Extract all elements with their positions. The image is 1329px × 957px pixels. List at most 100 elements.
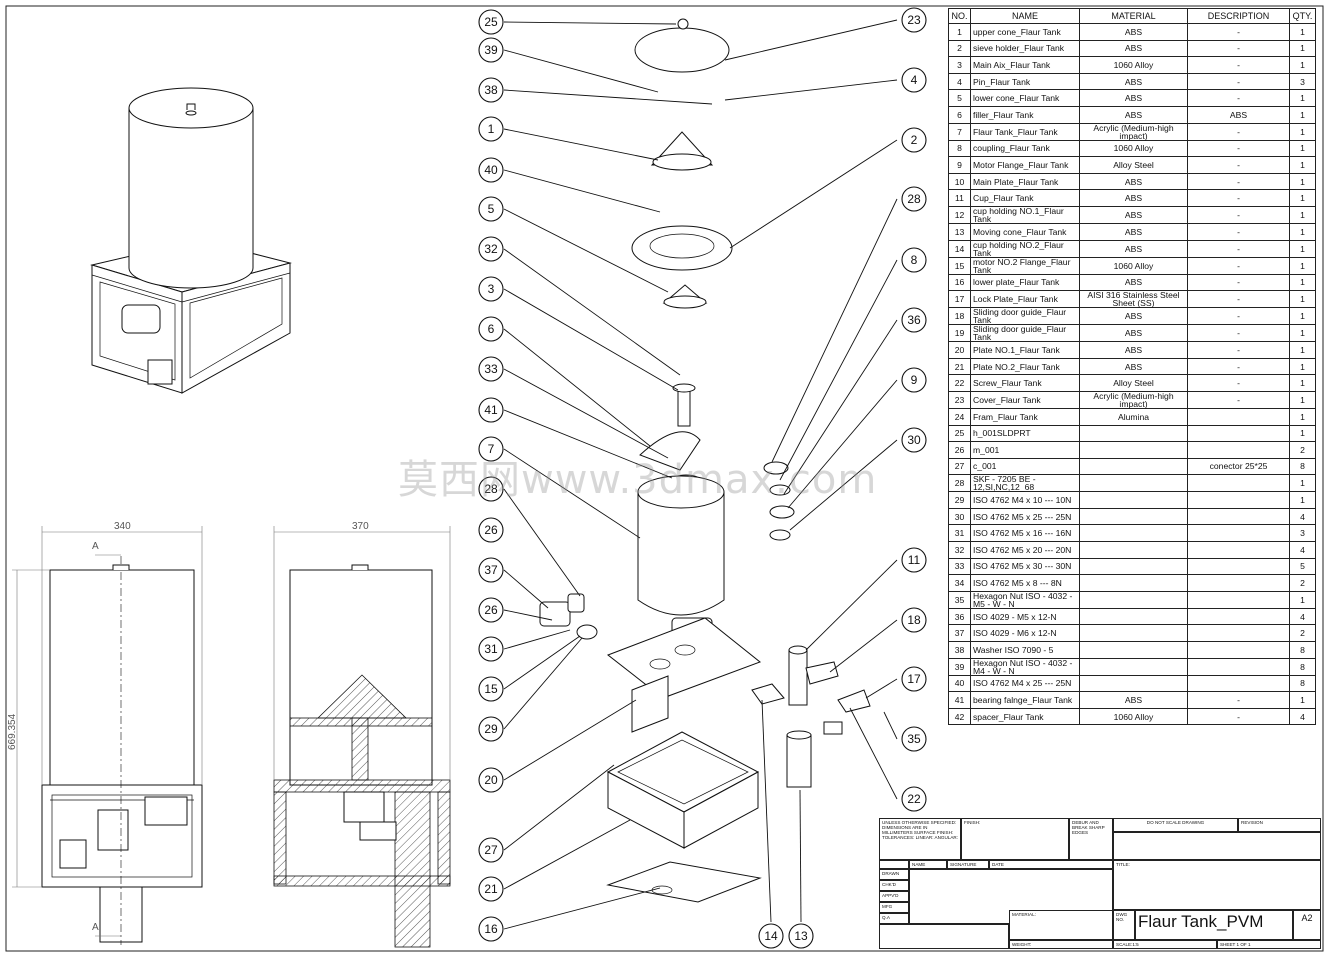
tb-revision: REVISION <box>1238 818 1321 832</box>
bom-cell <box>1187 624 1290 643</box>
bom-cell: 25 <box>948 424 971 443</box>
svg-text:29: 29 <box>484 722 498 736</box>
bom-cell: 1 <box>1289 139 1316 158</box>
bom-cell: - <box>1187 357 1290 376</box>
bom-cell: ISO 4762 M5 x 8 --- 8N <box>970 574 1080 592</box>
bom-cell: 5 <box>948 89 971 107</box>
svg-text:41: 41 <box>484 403 498 417</box>
bom-cell: motor NO.2 Flange_Flaur Tank <box>970 256 1080 275</box>
bom-cell: - <box>1187 56 1290 74</box>
bom-cell: - <box>1187 172 1290 191</box>
balloon-21: 21 <box>478 876 504 902</box>
bom-cell: - <box>1187 39 1290 58</box>
balloon-30: 30 <box>901 427 927 453</box>
tb-role-qa: Q.A <box>879 913 909 924</box>
bom-cell: 1 <box>1289 156 1316 174</box>
balloon-29: 29 <box>478 716 504 742</box>
tb-date-col: DATE <box>989 860 1113 869</box>
bom-cell: 3 <box>948 56 971 74</box>
svg-text:14: 14 <box>764 929 778 943</box>
bom-cell: 1 <box>1289 39 1316 58</box>
bom-cell: - <box>1187 390 1290 409</box>
balloon-32: 32 <box>478 236 504 262</box>
tb-finish: FINISH: <box>961 818 1069 860</box>
bom-cell: cup holding NO.1_Flaur Tank <box>970 205 1080 224</box>
balloon-4: 4 <box>901 67 927 93</box>
bom-cell: 8 <box>1289 674 1316 693</box>
bom-cell: m_001 <box>970 441 1080 459</box>
tb-size: A2 <box>1293 910 1321 940</box>
balloon-23: 23 <box>901 7 927 33</box>
bom-cell: ABS <box>1079 189 1188 207</box>
bom-cell: 42 <box>948 707 971 726</box>
balloon-20: 20 <box>478 767 504 793</box>
balloon-26-a: 26 <box>478 517 504 543</box>
bom-cell: 4 <box>1289 541 1316 559</box>
bom-cell: ISO 4762 M5 x 30 --- 30N <box>970 557 1080 576</box>
bom-cell: 1 <box>1289 491 1316 509</box>
bom-cell: ABS <box>1079 105 1188 124</box>
bom-cell: 1 <box>1289 307 1316 326</box>
bom-cell: 35 <box>948 590 971 609</box>
bom-cell: Washer ISO 7090 - 5 <box>970 641 1080 659</box>
bom-cell: 1 <box>948 23 971 41</box>
bom-cell: 6 <box>948 105 971 124</box>
bom-cell <box>1187 474 1290 493</box>
bom-cell: Hexagon Nut ISO - 4032 - M4 - W - N <box>970 657 1080 676</box>
bom-cell: 32 <box>948 541 971 559</box>
bom-cell: upper cone_Flaur Tank <box>970 23 1080 41</box>
bom-cell: coupling_Flaur Tank <box>970 139 1080 158</box>
svg-text:28: 28 <box>907 192 921 206</box>
balloon-8: 8 <box>901 247 927 273</box>
tb-blank-top <box>1113 832 1321 860</box>
bom-cell <box>1187 541 1290 559</box>
bom-cell: - <box>1187 707 1290 726</box>
svg-text:27: 27 <box>484 843 498 857</box>
bom-cell: 1060 Alloy <box>1079 139 1188 158</box>
bom-cell <box>1079 424 1188 443</box>
bom-col-header: MATERIAL <box>1079 8 1188 24</box>
svg-text:37: 37 <box>484 563 498 577</box>
svg-text:35: 35 <box>907 732 921 746</box>
tb-role-mfg: MFG <box>879 902 909 913</box>
bom-cell: 2 <box>1289 624 1316 643</box>
bom-cell: 1 <box>1289 424 1316 443</box>
bom-cell: lower plate_Flaur Tank <box>970 273 1080 292</box>
svg-text:20: 20 <box>484 773 498 787</box>
tb-role-chkd: CHK'D <box>879 880 909 891</box>
bom-cell: 38 <box>948 641 971 659</box>
bom-cell: 1 <box>1289 56 1316 74</box>
tb-role-drawn: DRAWN <box>879 869 909 880</box>
bom-cell: 18 <box>948 307 971 326</box>
bom-cell: - <box>1187 23 1290 41</box>
svg-text:13: 13 <box>794 929 808 943</box>
bom-cell: 14 <box>948 239 971 258</box>
bom-cell <box>1079 557 1188 576</box>
svg-text:28: 28 <box>484 482 498 496</box>
tb-role-head <box>879 860 909 869</box>
bom-cell: ISO 4762 M4 x 10 --- 10N <box>970 491 1080 509</box>
balloon-33: 33 <box>478 356 504 382</box>
svg-text:30: 30 <box>907 433 921 447</box>
bom-cell: 11 <box>948 189 971 207</box>
svg-text:38: 38 <box>484 83 498 97</box>
bom-cell: - <box>1187 72 1290 91</box>
balloon-27: 27 <box>478 837 504 863</box>
bom-cell: ISO 4762 M4 x 25 --- 25N <box>970 674 1080 693</box>
bom-cell: 34 <box>948 574 971 592</box>
svg-text:15: 15 <box>484 682 498 696</box>
